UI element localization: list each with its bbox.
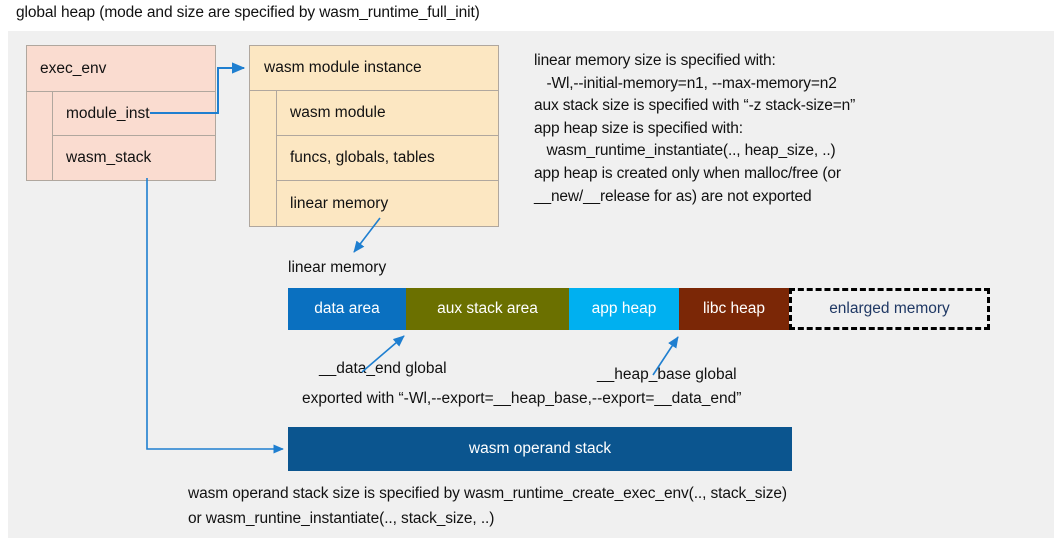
exec-env-fields: module_inst wasm_stack bbox=[53, 92, 215, 180]
memory-segment-app-heap: app heap bbox=[569, 288, 679, 330]
page-title: global heap (mode and size are specified… bbox=[16, 4, 480, 21]
wasm-operand-stack-box: wasm operand stack bbox=[288, 427, 792, 471]
heap-base-callout: __heap_base global bbox=[597, 366, 737, 383]
data-end-callout: __data_end global bbox=[319, 360, 447, 377]
memory-segment-data-area: data area bbox=[288, 288, 406, 330]
wasm-module-instance-fields: wasm module funcs, globals, tables linea… bbox=[277, 91, 498, 226]
field-linear-memory: linear memory bbox=[290, 194, 389, 212]
memory-segment-enlarged-memory: enlarged memory bbox=[789, 288, 990, 330]
memory-segment-aux-stack-area: aux stack area bbox=[406, 288, 569, 330]
exec-env-body: module_inst wasm_stack bbox=[26, 92, 216, 181]
wasm-module-instance-body: wasm module funcs, globals, tables linea… bbox=[249, 91, 499, 227]
exec-env-gutter bbox=[27, 92, 53, 180]
field-funcs-globals-tables: funcs, globals, tables bbox=[277, 136, 498, 181]
memory-segment-libc-heap: libc heap bbox=[679, 288, 789, 330]
field-wasm-module: wasm module bbox=[277, 91, 498, 136]
wasm-module-instance-gutter bbox=[250, 91, 277, 226]
wasm-module-instance-box: wasm module instance wasm module funcs, … bbox=[249, 45, 499, 227]
operand-stack-notes: wasm operand stack size is specified by … bbox=[188, 485, 787, 527]
exec-env-box: exec_env module_inst wasm_stack bbox=[26, 45, 216, 181]
wasm-module-instance-header: wasm module instance bbox=[249, 45, 499, 91]
linear-memory-label: linear memory bbox=[288, 259, 387, 276]
exec-env-field-wasm-stack: wasm_stack bbox=[66, 149, 152, 166]
exec-env-field-module-inst: module_inst bbox=[53, 92, 215, 136]
linear-memory-notes: linear memory size is specified with: -W… bbox=[534, 52, 856, 205]
export-flags-callout: exported with “-Wl,--export=__heap_base,… bbox=[302, 390, 742, 407]
exec-env-header: exec_env bbox=[26, 45, 216, 92]
